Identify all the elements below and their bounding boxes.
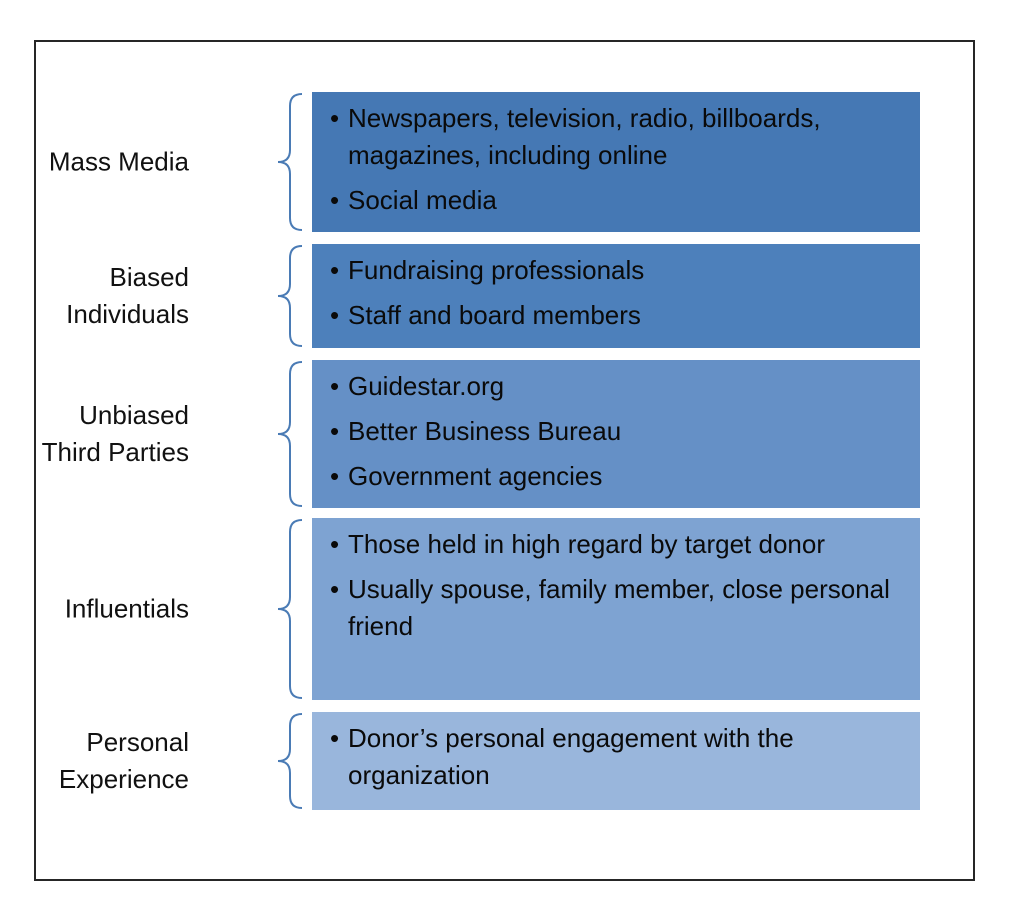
bullet-list: • Fundraising professionals • Staff and boa… — [328, 252, 904, 334]
bullet-list: • Donor’s personal engagement with the or… — [328, 720, 904, 794]
list-item: • Government agencies — [328, 458, 904, 495]
row-box: • Guidestar.org • Better Business Bureau • Go… — [312, 360, 920, 508]
bullet-icon: • — [330, 723, 340, 753]
row-box: • Newspapers, television, radio, billboar… — [312, 92, 920, 232]
list-item-text: Those held in high regard by target dono… — [348, 529, 825, 559]
bullet-list: • Guidestar.org • Better Business Bureau • Go… — [328, 368, 904, 495]
list-item: • Fundraising professionals — [328, 252, 904, 289]
list-item-text: Donor’s personal engagement with the org… — [348, 723, 794, 790]
list-item: • Social media — [328, 182, 904, 219]
diagram-row: Influentials • Those held in high regard b… — [36, 518, 973, 700]
bullet-icon: • — [330, 529, 340, 559]
list-item-text: Social media — [348, 185, 497, 215]
list-item-text: Staff and board members — [348, 300, 641, 330]
list-item-text: Better Business Bureau — [348, 416, 622, 446]
bullet-icon: • — [330, 371, 340, 401]
list-item-text: Fundraising professionals — [348, 255, 645, 285]
list-item-text: Guidestar.org — [348, 371, 505, 401]
row-box: • Fundraising professionals • Staff and boa… — [312, 244, 920, 348]
row-box: • Those held in high regard by target don… — [312, 518, 920, 700]
bullet-icon: • — [330, 103, 340, 133]
list-item-text: Government agencies — [348, 461, 603, 491]
list-item-text: Usually spouse, family member, close per… — [348, 574, 890, 641]
bullet-icon: • — [330, 300, 340, 330]
list-item: • Newspapers, television, radio, billboar… — [328, 100, 904, 174]
row-box: • Donor’s personal engagement with the or… — [312, 712, 920, 810]
bullet-icon: • — [330, 185, 340, 215]
diagram-row: Mass Media • Newspapers, television, radio… — [36, 92, 973, 232]
curly-brace-icon — [277, 713, 303, 809]
bullet-icon: • — [330, 574, 340, 604]
curly-brace-icon — [277, 361, 303, 507]
curly-brace-icon — [277, 245, 303, 347]
list-item: • Usually spouse, family member, close pe… — [328, 571, 904, 645]
row-label: Influentials — [64, 593, 189, 624]
list-item: • Better Business Bureau — [328, 413, 904, 450]
list-item: • Staff and board members — [328, 297, 904, 334]
bullet-list: • Newspapers, television, radio, billboar… — [328, 100, 904, 219]
bullet-list: • Those held in high regard by target don… — [328, 526, 904, 645]
curly-brace-icon — [277, 519, 303, 699]
curly-brace-icon — [277, 93, 303, 231]
bullet-icon: • — [330, 461, 340, 491]
list-item-text: Newspapers, television, radio, billboard… — [348, 103, 821, 170]
bullet-icon: • — [330, 255, 340, 285]
list-item: • Guidestar.org — [328, 368, 904, 405]
row-label: Mass Media — [48, 146, 189, 177]
diagram-frame: Mass Media • Newspapers, television, radio… — [34, 40, 975, 881]
bullet-icon: • — [330, 416, 340, 446]
list-item: • Those held in high regard by target don… — [328, 526, 904, 563]
list-item: • Donor’s personal engagement with the or… — [328, 720, 904, 794]
